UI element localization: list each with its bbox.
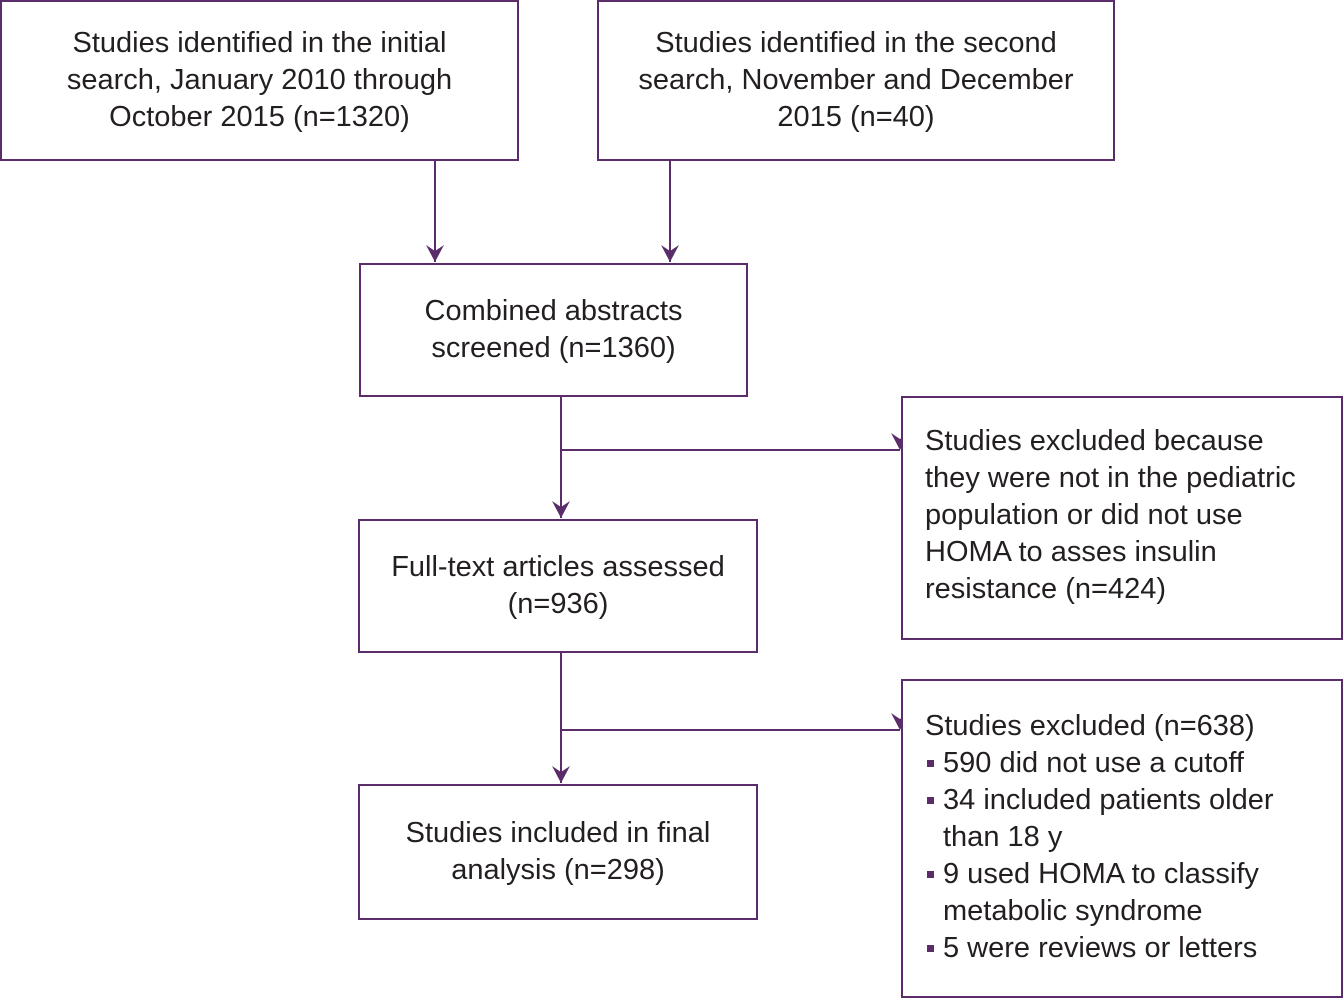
- list-item: 34 included patients older than 18 y: [925, 782, 1274, 856]
- excluded-2-heading: Studies excluded (n=638): [925, 710, 1255, 742]
- bullet-icon: [927, 797, 934, 804]
- excluded-1-text: Studies excluded because they were not i…: [925, 425, 1296, 605]
- list-item: 5 were reviews or letters: [925, 930, 1274, 967]
- excluded-2-box: Studies excluded (n=638) 590 did not use…: [901, 679, 1343, 998]
- combined-abstracts-box: Combined abstracts screened (n=1360): [359, 263, 748, 397]
- bullet-icon: [927, 945, 934, 952]
- final-analysis-box: Studies included in final analysis (n=29…: [358, 784, 758, 920]
- initial-search-text: Studies identified in the initial search…: [66, 27, 453, 133]
- excluded-1-box: Studies excluded because they were not i…: [901, 396, 1343, 640]
- list-item: 590 did not use a cutoff: [925, 745, 1274, 782]
- bullet-icon: [927, 871, 934, 878]
- second-search-box: Studies identified in the second search,…: [597, 0, 1115, 161]
- list-item: 9 used HOMA to classify metabolic syndro…: [925, 856, 1274, 930]
- full-text-box: Full-text articles assessed (n=936): [358, 519, 758, 653]
- bullet-icon: [927, 760, 934, 767]
- final-analysis-text: Studies included in final analysis (n=29…: [405, 817, 711, 886]
- initial-search-box: Studies identified in the initial search…: [0, 0, 519, 161]
- excluded-2-reasons: 590 did not use a cutoff 34 included pat…: [925, 745, 1274, 967]
- combined-abstracts-text: Combined abstracts screened (n=1360): [424, 295, 683, 364]
- second-search-text: Studies identified in the second search,…: [638, 27, 1074, 133]
- full-text-text: Full-text articles assessed (n=936): [391, 551, 725, 620]
